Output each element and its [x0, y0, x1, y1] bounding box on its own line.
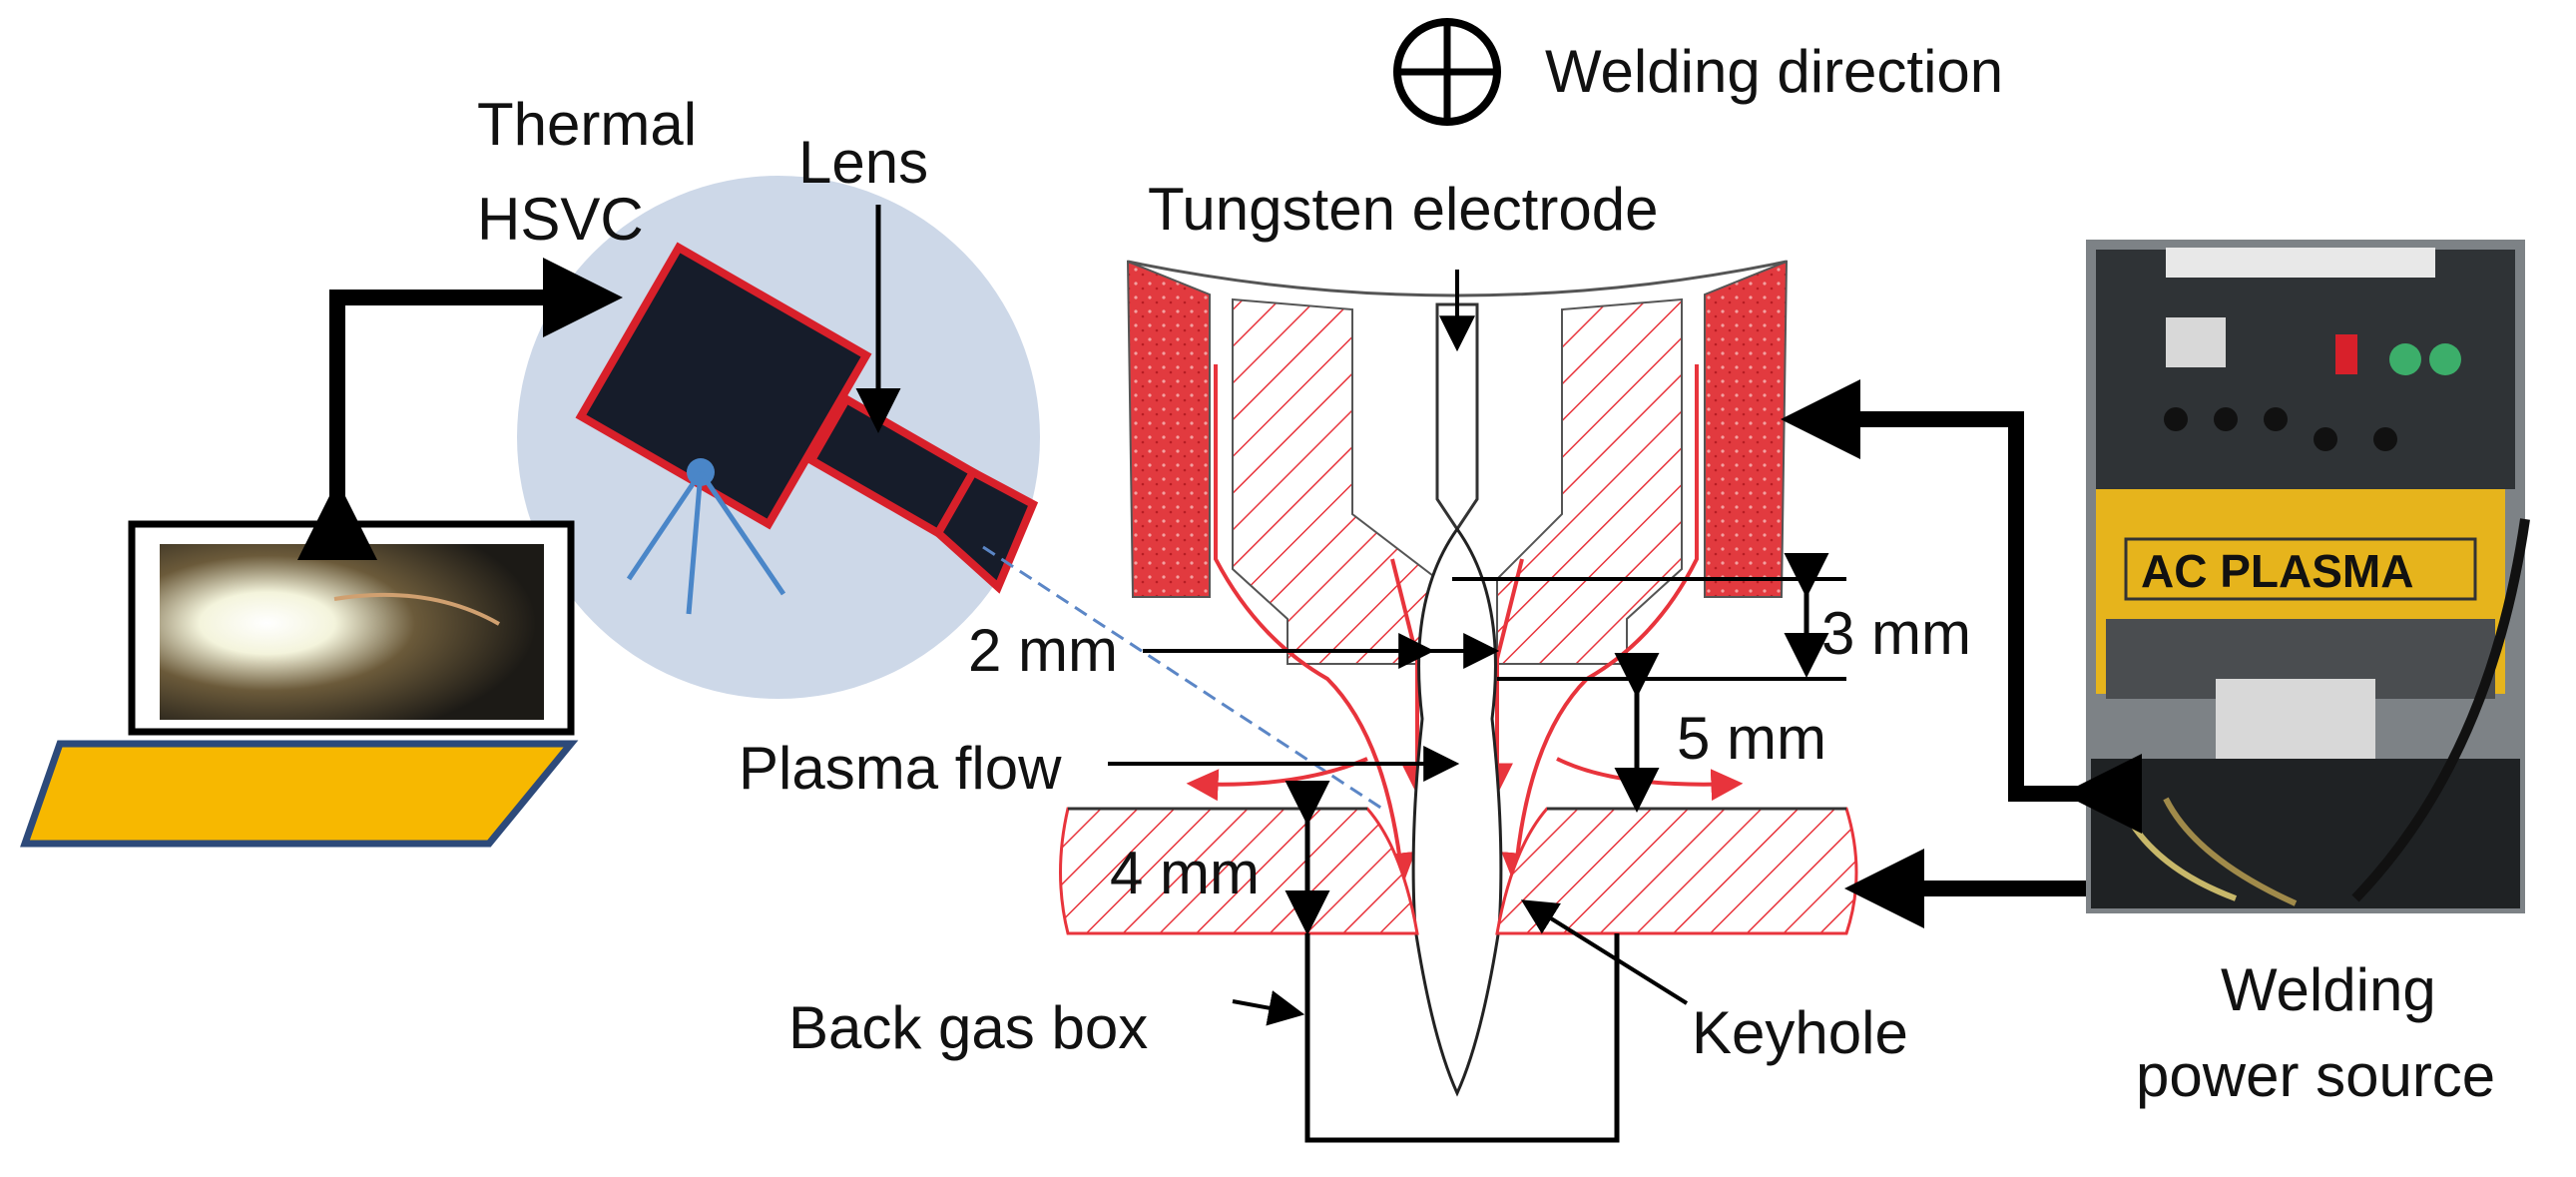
machine-brand-text: AC PLASMA — [2141, 545, 2413, 597]
dim-4mm-label: 4 mm — [1110, 840, 1260, 906]
keyhole-pointer — [1520, 899, 1689, 1005]
keyhole-label: Keyhole — [1692, 999, 1908, 1066]
welding-direction-label: Welding direction — [1545, 38, 2003, 105]
back-gas-box-label: Back gas box — [788, 994, 1148, 1061]
power-to-torch-arrow — [1781, 379, 2142, 834]
dim-2mm-label: 2 mm — [968, 617, 1118, 684]
lens-label: Lens — [798, 129, 928, 196]
welding-power-source-machine: AC PLASMA — [2086, 240, 2530, 913]
circle-plus-icon — [1393, 18, 1501, 126]
laptop-icon — [20, 520, 579, 848]
welding-label: Welding — [2221, 956, 2436, 1023]
thermal-image-preview — [160, 544, 544, 720]
dim-3mm-label: 3 mm — [1821, 600, 1971, 667]
data-link-arrow — [297, 258, 623, 560]
back-gas-box-pointer — [1232, 990, 1305, 1026]
power-source-label: power source — [2136, 1042, 2495, 1109]
plasma-arc-outline — [1411, 526, 1503, 1097]
back-gas-box — [1304, 933, 1620, 1143]
thermal-label: Thermal — [477, 91, 697, 158]
plasma-flow-label: Plasma flow — [739, 735, 1062, 802]
thermal-camera-icon — [575, 242, 1039, 615]
dim-5mm-label: 5 mm — [1677, 705, 1826, 772]
tungsten-electrode-label: Tungsten electrode — [1148, 176, 1658, 243]
hsvc-label: HSVC — [477, 186, 644, 253]
